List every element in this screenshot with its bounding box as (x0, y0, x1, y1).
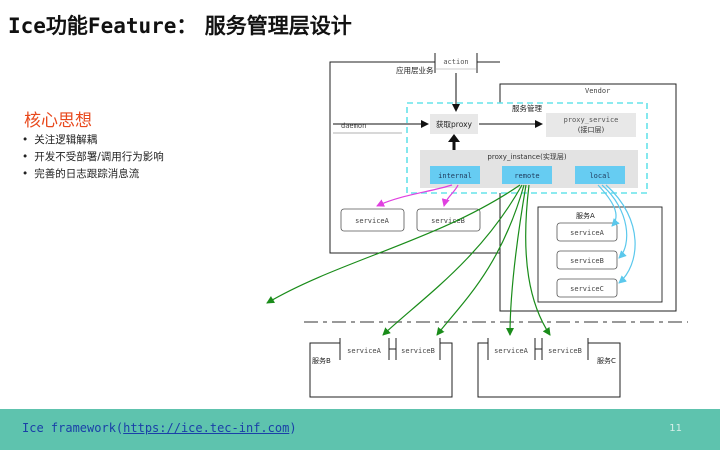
local-box (575, 166, 625, 184)
title-chinese: 服务管理层设计 (197, 14, 352, 38)
service-management-diagram: 应用层业务 action Vendor 服务管理 daemon 获取proxy … (266, 53, 688, 398)
remote-label: remote (514, 172, 539, 180)
app-layer-label: 应用层业务 (396, 65, 434, 75)
service-c-group: 服务C serviceA serviceB (477, 338, 621, 398)
service-management-label: 服务管理 (512, 103, 542, 113)
remote-arrow-1 (382, 184, 523, 336)
remote-arrow-5 (266, 184, 521, 304)
vendor-service-a-label: serviceA (570, 229, 605, 237)
get-proxy-box (430, 114, 478, 134)
internal-arrow-a (376, 184, 453, 207)
local-arrow-a (597, 184, 620, 227)
core-idea-list: 关注逻辑解耦 开发不受部署/调用行为影响 完善的日志跟踪消息流 (22, 132, 164, 183)
footer-link[interactable]: https://ice.tec-inf.com (123, 421, 290, 435)
proxy-service-box (546, 113, 636, 137)
proxy-instance-label: proxy_instance(实现层) (487, 152, 566, 161)
vendor-service-a-box (556, 222, 618, 242)
left-service-b-label: serviceB (431, 217, 465, 225)
service-c-group-label: 服务C (597, 356, 616, 365)
core-idea-heading: 核心思想 (24, 111, 92, 131)
vendor-service-b-box (556, 250, 618, 270)
page-number: 11 (669, 423, 682, 434)
internal-box (430, 166, 480, 184)
vendor-service-b-label: serviceB (570, 257, 604, 265)
footer-text: Ice framework(https://ice.tec-inf.com) (22, 421, 297, 435)
daemon-label: daemon (341, 122, 366, 130)
remote-box (502, 166, 552, 184)
service-b-item-a: serviceA (347, 347, 382, 355)
internal-arrow-b (441, 184, 459, 207)
remote-arrow-4 (525, 184, 551, 336)
left-service-a-box (340, 208, 405, 232)
local-arrow-c (605, 184, 636, 284)
remote-arrow-3 (506, 184, 527, 336)
proxy-service-sublabel: (接口层) (578, 125, 605, 134)
footer-suffix: ) (289, 421, 297, 435)
service-c-item-b: serviceB (548, 347, 582, 355)
service-b-group: 服务B serviceA serviceB (309, 338, 453, 398)
footer-bar: Ice framework(https://ice.tec-inf.com) 1… (0, 409, 720, 450)
vendor-service-c-label: serviceC (570, 285, 604, 293)
vendor-service-c-box (556, 278, 618, 298)
core-idea-item: 完善的日志跟踪消息流 (22, 166, 164, 183)
action-label: action (443, 58, 468, 66)
service-b-item-b: serviceB (401, 347, 435, 355)
core-idea-item: 开发不受部署/调用行为影响 (22, 149, 164, 166)
title-latin: Ice功能Feature： (8, 14, 198, 38)
remote-arrow-2 (436, 184, 525, 336)
action-node: action (434, 53, 478, 73)
proxy-service-label: proxy_service (564, 116, 619, 124)
impl-up-arrow-head (448, 134, 460, 142)
service-b-group-label: 服务B (312, 356, 331, 365)
service-a-group-label: 服务A (576, 211, 595, 220)
local-arrow-b (601, 184, 628, 259)
get-proxy-label: 获取proxy (436, 119, 472, 129)
left-service-a-label: serviceA (355, 217, 390, 225)
internal-label: internal (438, 172, 472, 180)
app-layer-box: 应用层业务 (329, 61, 500, 254)
slide-title: Ice功能Feature： 服务管理层设计 (8, 10, 352, 40)
vendor-label: Vendor (585, 87, 610, 95)
left-service-b-box (416, 208, 481, 232)
footer-prefix: Ice framework( (22, 421, 124, 435)
local-label: local (589, 172, 610, 180)
core-idea-item: 关注逻辑解耦 (22, 132, 164, 149)
service-c-item-a: serviceA (494, 347, 529, 355)
